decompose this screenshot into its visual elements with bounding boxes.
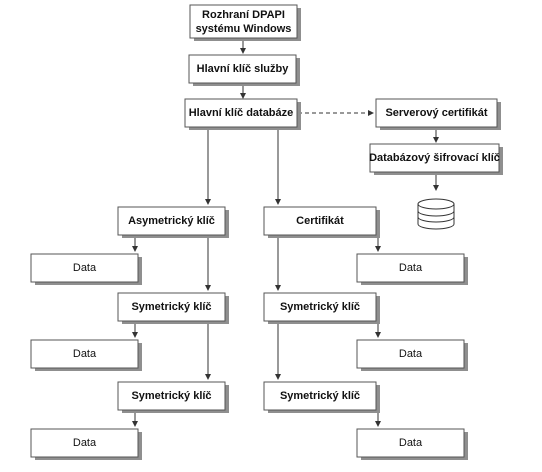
node-data-left-1: Data [30, 253, 142, 285]
node-symmetric-key-right-2: Symetrický klíč [263, 381, 380, 413]
node-certificate-label: Certifikát [296, 215, 344, 227]
node-database-master-key: Hlavní klíč databáze [184, 98, 301, 130]
node-data-right-3: Data [356, 428, 468, 460]
node-symmetric-key-left-1-label: Symetrický klíč [131, 301, 211, 313]
node-data-right-3-label: Data [399, 437, 423, 449]
database-cylinder-icon [417, 198, 455, 230]
node-dpapi-line-1: Rozhraní DPAPI [202, 9, 285, 21]
node-dpapi-line-2: systému Windows [196, 23, 292, 35]
node-database-encryption-key: Databázový šifrovací klíč [369, 143, 503, 175]
node-database-master-key-label: Hlavní klíč databáze [189, 107, 294, 119]
node-data-right-1: Data [356, 253, 468, 285]
node-symmetric-key-left-2: Symetrický klíč [117, 381, 229, 413]
node-dpapi: Rozhraní DPAPI systému Windows [189, 4, 301, 41]
node-service-master-key-label: Hlavní klíč služby [197, 63, 290, 75]
node-data-left-2: Data [30, 339, 142, 371]
node-symmetric-key-left-1: Symetrický klíč [117, 292, 229, 324]
node-server-certificate-label: Serverový certifikát [385, 107, 487, 119]
node-data-left-3: Data [30, 428, 142, 460]
node-symmetric-key-right-1-label: Symetrický klíč [280, 301, 360, 313]
node-data-right-1-label: Data [399, 262, 423, 274]
edges [132, 39, 439, 427]
node-symmetric-key-right-1: Symetrický klíč [263, 292, 380, 324]
node-service-master-key: Hlavní klíč služby [188, 54, 300, 86]
node-symmetric-key-right-2-label: Symetrický klíč [280, 390, 360, 402]
node-data-right-2: Data [356, 339, 468, 371]
node-data-left-1-label: Data [73, 262, 97, 274]
node-database-encryption-key-label: Databázový šifrovací klíč [369, 152, 500, 164]
node-asymmetric-key-label: Asymetrický klíč [128, 215, 215, 227]
node-data-left-2-label: Data [73, 348, 97, 360]
node-symmetric-key-left-2-label: Symetrický klíč [131, 390, 211, 402]
node-server-certificate: Serverový certifikát [375, 98, 501, 130]
node-certificate: Certifikát [263, 206, 380, 238]
node-data-left-3-label: Data [73, 437, 97, 449]
node-data-right-2-label: Data [399, 348, 423, 360]
node-asymmetric-key: Asymetrický klíč [117, 206, 229, 238]
